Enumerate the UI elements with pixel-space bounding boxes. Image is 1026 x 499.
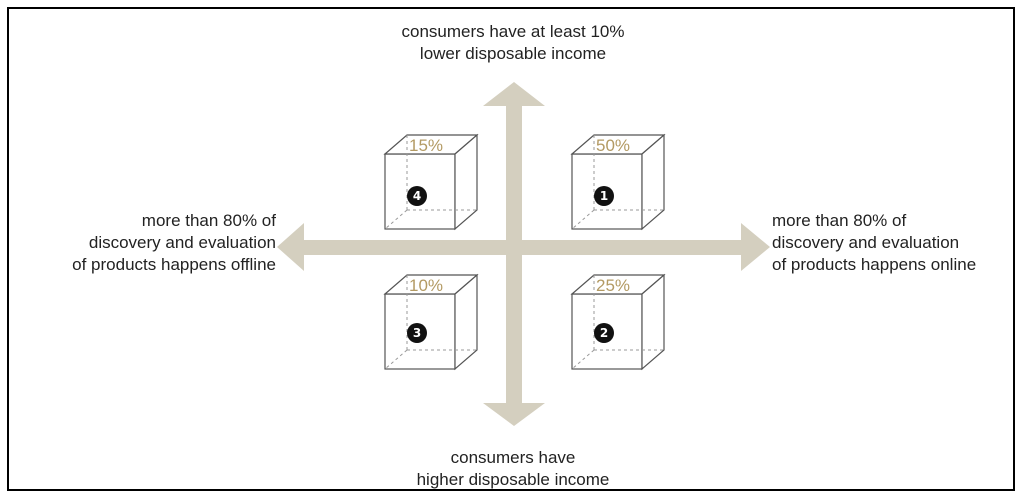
quadrant-4-cube: 15% 4 xyxy=(383,133,483,233)
quadrant-2-percent: 25% xyxy=(596,276,631,295)
quadrant-3-cube: 10% 3 xyxy=(383,273,483,373)
quadrant-1-percent: 50% xyxy=(596,136,631,155)
top-axis-label: consumers have at least 10% lower dispos… xyxy=(401,22,625,63)
quadrant-2-badge: 2 xyxy=(594,323,614,343)
quadrant-4-badge: 4 xyxy=(407,186,427,206)
quadrant-3-percent: 10% xyxy=(409,276,444,295)
left-axis-label: more than 80% of discovery and evaluatio… xyxy=(72,211,276,274)
right-axis-label: more than 80% of discovery and evaluatio… xyxy=(772,211,977,274)
quadrant-4-percent: 15% xyxy=(409,136,444,155)
quadrant-2-cube: 25% 2 xyxy=(570,273,670,373)
quadrant-3-badge: 3 xyxy=(407,323,427,343)
horizontal-axis-arrow xyxy=(277,223,770,271)
quadrant-1-cube: 50% 1 xyxy=(570,133,670,233)
quadrant-1-badge: 1 xyxy=(594,186,614,206)
bottom-axis-label: consumers have higher disposable income xyxy=(416,448,610,489)
